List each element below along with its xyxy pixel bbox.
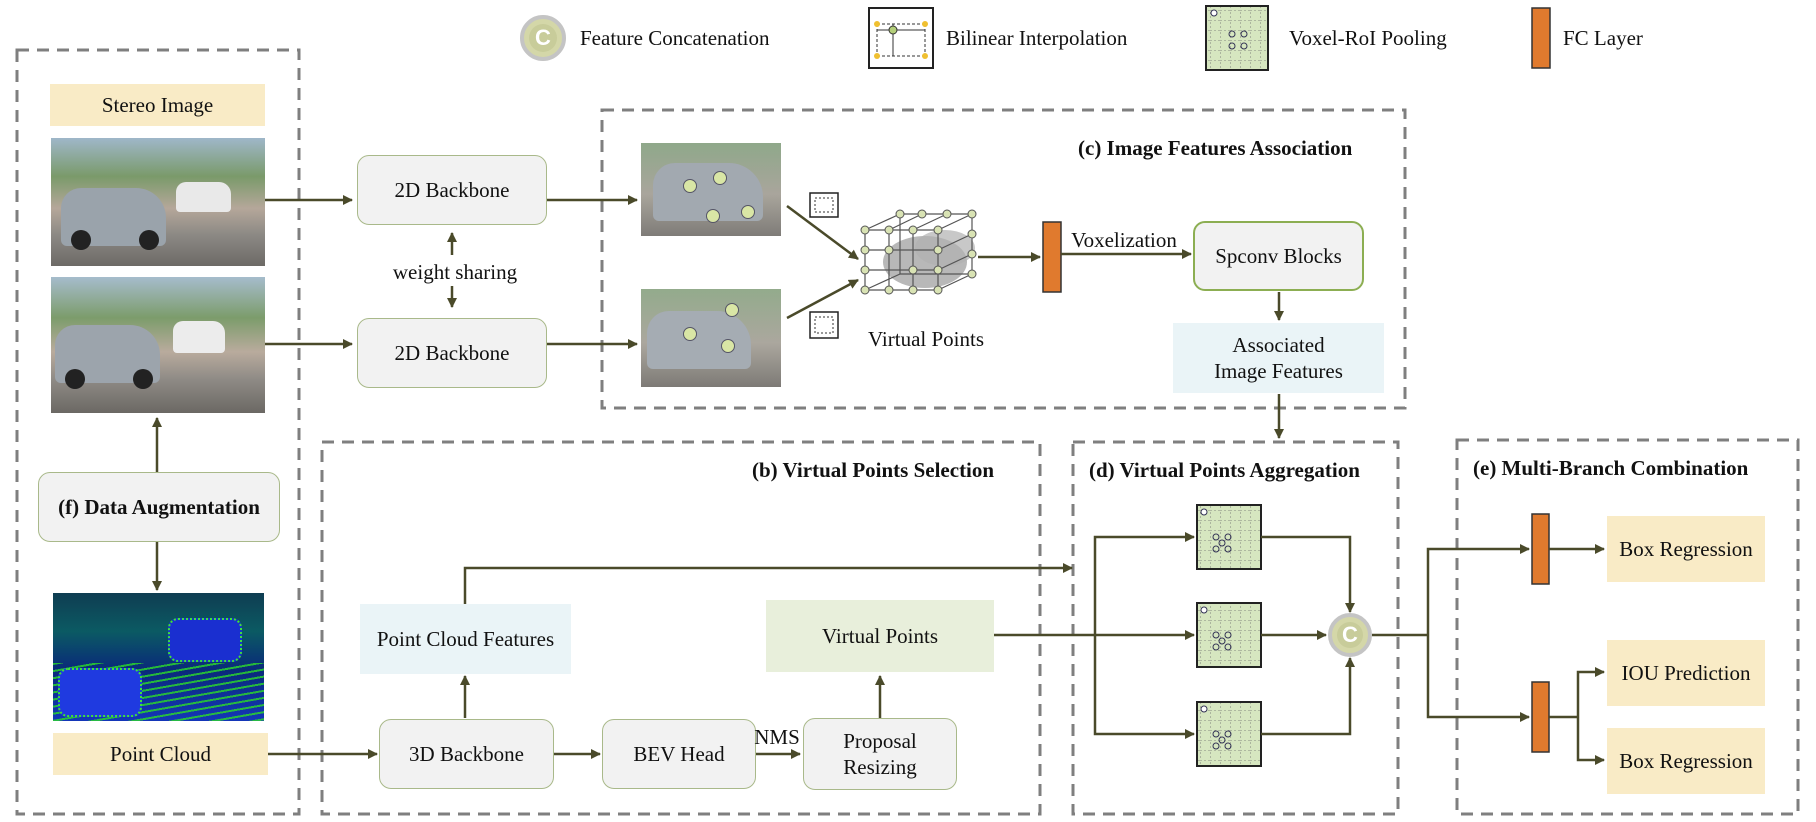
- backbone-2d-top: 2D Backbone: [357, 155, 547, 225]
- arrow-concat-fc-bottom: [1426, 635, 1530, 722]
- proposal-line2: Resizing: [843, 755, 917, 779]
- point-cloud-label: Point Cloud: [53, 733, 268, 775]
- weight-sharing-label: weight sharing: [380, 258, 530, 286]
- proposal-resizing: Proposal Resizing: [803, 718, 957, 790]
- legend-voxel-roi-label: Voxel-RoI Pooling: [1289, 26, 1447, 50]
- arrow-pcf-d: [463, 563, 1073, 604]
- voxelization-label: Voxelization: [1071, 227, 1177, 252]
- assoc-line2: Image Features: [1214, 359, 1343, 383]
- section-d-title: (d) Virtual Points Aggregation: [1089, 458, 1360, 482]
- voxel-roi-grid-2: [1196, 602, 1262, 668]
- fc-layer-e-bottom: [1531, 681, 1550, 753]
- stereo-image-label: Stereo Image: [50, 84, 265, 126]
- arrow-concat-fc-top: [1426, 544, 1530, 635]
- arrow-feat2-cube: [786, 278, 859, 320]
- point-cloud-image: [53, 593, 264, 721]
- legend-bilinear-label: Bilinear Interpolation: [946, 26, 1128, 50]
- stereo-image-right: [51, 277, 265, 413]
- spconv-blocks: Spconv Blocks: [1193, 221, 1364, 291]
- associated-image-features: Associated Image Features: [1173, 323, 1384, 393]
- data-augmentation-box: (f) Data Augmentation: [38, 472, 280, 542]
- proposal-line1: Proposal: [843, 728, 917, 753]
- fc-layer-c: [1042, 221, 1062, 293]
- arrow-feat1-cube: [786, 204, 859, 261]
- bilinear-icon-top: [809, 192, 839, 218]
- arrow-fc-iou: [1576, 667, 1605, 717]
- legend-concat-letter: C: [535, 25, 551, 51]
- backbone-2d-bottom: 2D Backbone: [357, 318, 547, 388]
- legend-voxel-roi-icon: [1205, 5, 1269, 71]
- arrow-split-grid3: [1093, 635, 1195, 739]
- section-b-title: (b) Virtual Points Selection: [752, 458, 995, 482]
- stereo-image-left: [51, 138, 265, 266]
- voxel-roi-grid-3: [1196, 701, 1262, 767]
- image-feature-bottom: [641, 289, 781, 387]
- bilinear-icon-bottom: [809, 311, 839, 339]
- frame-section-c: [600, 108, 1407, 410]
- voxel-roi-grid-1: [1196, 504, 1262, 570]
- virtual-points-3d-label: Virtual Points: [868, 326, 984, 351]
- section-c-title: (c) Image Features Association: [1078, 136, 1353, 160]
- legend-concat-label: Feature Concatenation: [580, 26, 770, 50]
- iou-prediction: IOU Prediction: [1607, 640, 1765, 706]
- frame-section-d: [1071, 440, 1400, 816]
- backbone-3d: 3D Backbone: [379, 719, 554, 789]
- frame-section-b: [320, 440, 1042, 816]
- image-feature-top: [641, 143, 781, 236]
- frame-inputs: [15, 48, 301, 816]
- legend-bilinear-icon: [868, 7, 934, 69]
- assoc-line1: Associated: [1232, 332, 1325, 357]
- legend-fc-label: FC Layer: [1563, 26, 1643, 50]
- arrow-fc-boxreg2: [1576, 717, 1605, 765]
- data-aug-label: Data Augmentation: [84, 494, 260, 519]
- nms-label: NMS: [754, 724, 800, 749]
- arrow-grid3-concat: [1261, 657, 1355, 736]
- bev-head: BEV Head: [602, 719, 756, 789]
- arrow-split-grid1: [1093, 532, 1195, 635]
- legend-concat-icon: [520, 15, 566, 61]
- data-aug-prefix: (f): [58, 494, 80, 519]
- arrow-grid1-concat: [1261, 535, 1355, 613]
- fc-layer-e-top: [1531, 513, 1550, 585]
- legend-fc-icon: [1531, 7, 1551, 69]
- point-cloud-features: Point Cloud Features: [360, 604, 571, 674]
- section-e-title: (e) Multi-Branch Combination: [1473, 456, 1749, 480]
- box-regression-2: Box Regression: [1607, 728, 1765, 794]
- concat-icon: [1328, 613, 1372, 657]
- box-regression-1: Box Regression: [1607, 516, 1765, 582]
- virtual-points-box: Virtual Points: [766, 600, 994, 672]
- virtual-points-cube: [860, 209, 977, 295]
- concat-letter: C: [1342, 622, 1358, 648]
- frame-section-e: [1455, 438, 1800, 816]
